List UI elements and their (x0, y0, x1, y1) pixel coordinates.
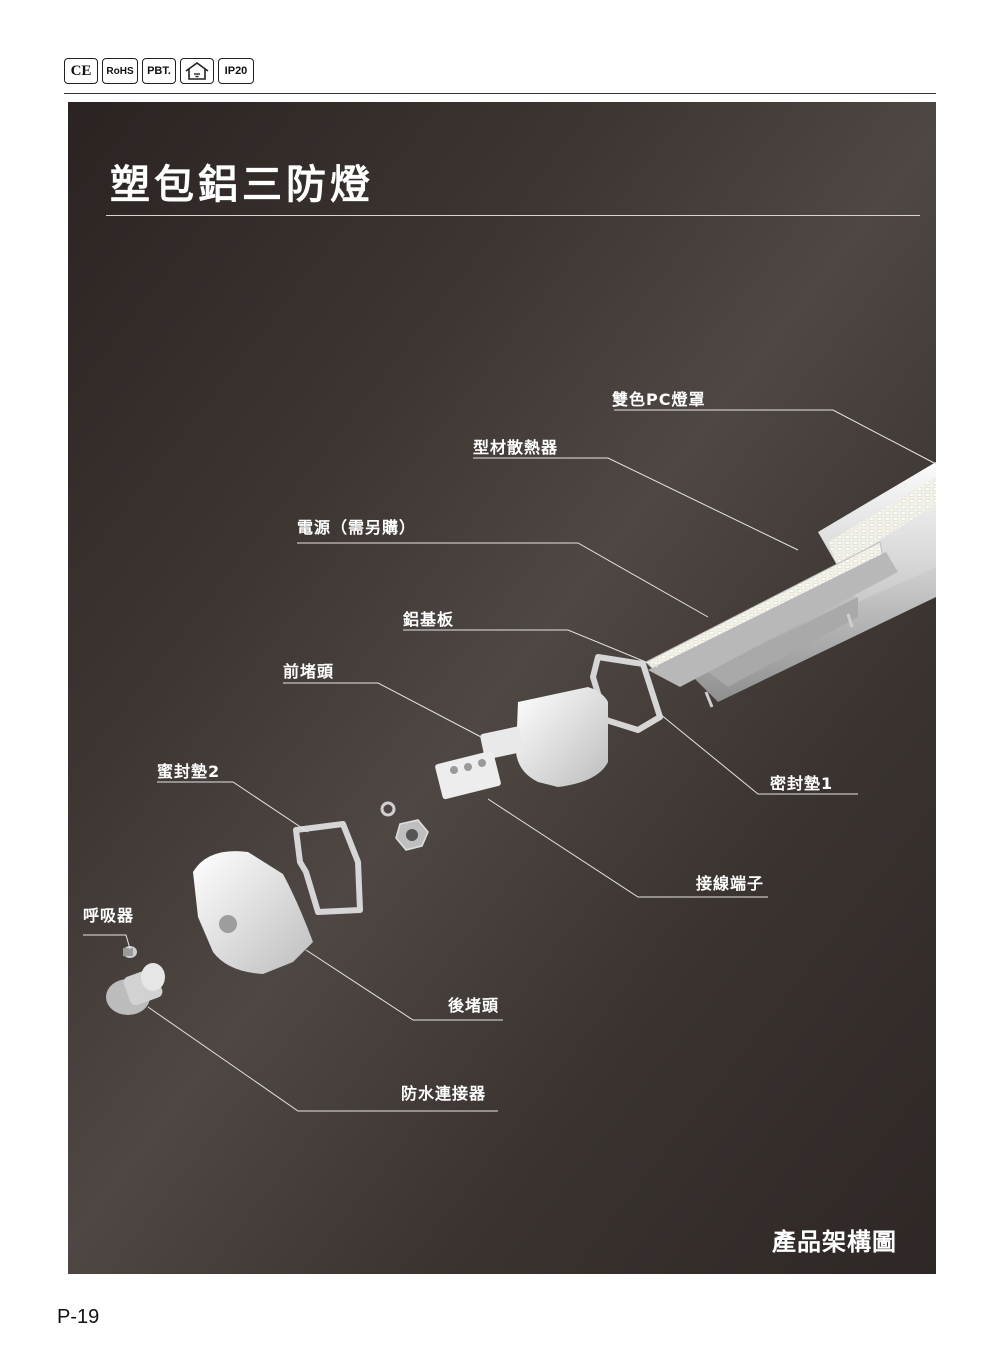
label-heatsink: 型材散熱器 (473, 438, 559, 457)
heatsink-rail (648, 552, 898, 687)
label-aluminum-board: 鋁基板 (403, 610, 455, 629)
label-waterproof-connector: 防水連接器 (401, 1084, 487, 1103)
certification-badges: CE RoHS PBT. IP20 (64, 58, 254, 84)
ip20-mark: IP20 (218, 58, 254, 84)
small-washer (380, 801, 396, 817)
label-breather: 呼吸器 (83, 906, 135, 925)
label-rear-cap: 後堵頭 (448, 996, 500, 1015)
pbt-mark: PBT. (142, 58, 176, 84)
seal-gasket-2 (293, 821, 363, 915)
ce-mark: CE (64, 58, 98, 84)
power-driver (708, 597, 858, 687)
indoor-house-icon (180, 58, 214, 84)
label-gasket-1: 密封墊1 (770, 774, 834, 793)
header-divider (64, 93, 936, 94)
rohs-mark: RoHS (102, 58, 138, 84)
label-power: 電源（需另購） (297, 518, 417, 537)
terminal-block (435, 750, 501, 800)
light-tube-assembly (645, 462, 936, 708)
label-gasket-2: 蜜封墊2 (157, 762, 221, 781)
page-number: P-19 (57, 1306, 100, 1328)
product-panel: 塑包鋁三防燈 (68, 102, 936, 1274)
label-pc-cover: 雙色PC燈罩 (612, 390, 706, 409)
exploded-view-diagram (83, 409, 936, 1112)
breather-valve (123, 946, 137, 958)
label-terminal: 接線端子 (696, 874, 765, 893)
pc-cover-led-strip (828, 477, 936, 567)
label-front-cap: 前堵頭 (283, 662, 335, 681)
seal-gasket-1 (590, 654, 663, 733)
structure-diagram-caption: 產品架構圖 (772, 1228, 897, 1256)
rear-end-cap (193, 851, 313, 974)
front-end-cap (480, 687, 608, 787)
leader-lines (83, 409, 936, 1112)
waterproof-cable-gland (106, 963, 165, 1015)
title-divider (106, 215, 920, 216)
page-title: 塑包鋁三防燈 (110, 162, 374, 208)
